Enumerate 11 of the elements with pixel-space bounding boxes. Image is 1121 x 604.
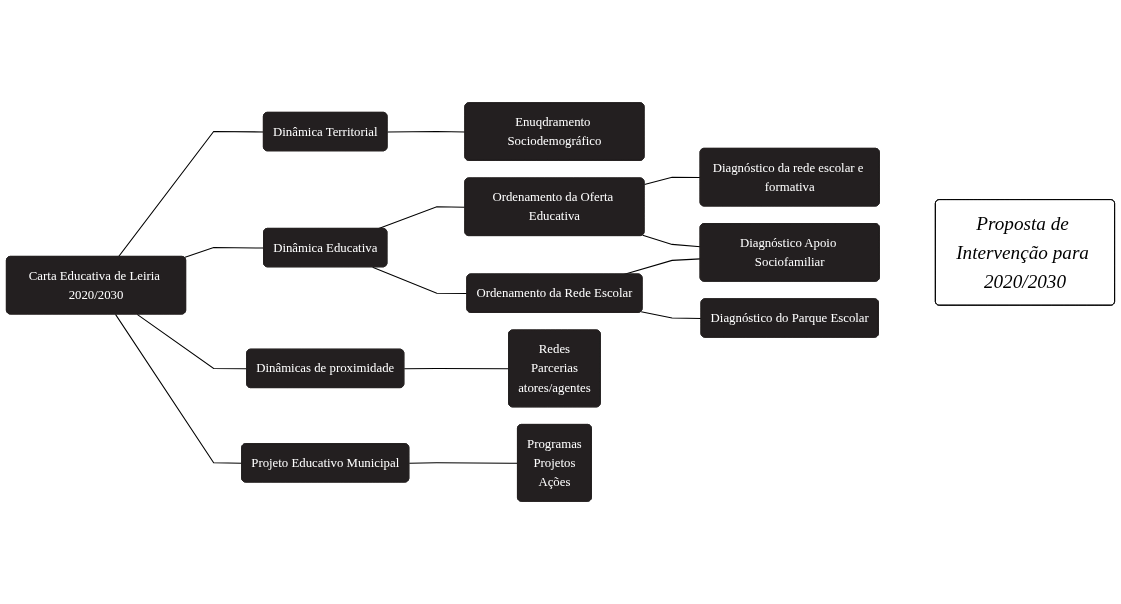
connector <box>117 131 265 258</box>
connector <box>642 234 701 248</box>
connector <box>386 131 466 133</box>
connector <box>640 311 702 319</box>
connector <box>408 462 519 464</box>
connector <box>403 367 510 370</box>
connector <box>136 313 248 370</box>
connector <box>372 266 468 295</box>
connector <box>115 313 243 464</box>
connector <box>183 247 265 258</box>
connector <box>643 176 701 186</box>
